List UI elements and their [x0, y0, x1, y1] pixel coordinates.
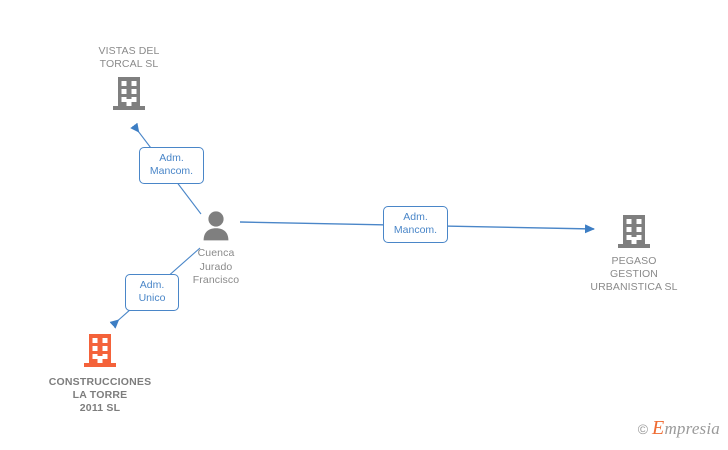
- node-label: CONSTRUCCIONES LA TORRE 2011 SL: [48, 376, 152, 414]
- node-label: Cuenca Jurado Francisco: [192, 247, 240, 286]
- edge-label-adm-unico-construcciones[interactable]: Adm. Unico: [125, 274, 179, 311]
- watermark: © Empresia: [638, 417, 720, 440]
- building-icon: [113, 77, 145, 110]
- node-pegaso-gestion-urbanistica[interactable]: PEGASO GESTION URBANISTICA SL: [576, 213, 692, 294]
- edge-label-adm-mancom-pegaso[interactable]: Adm. Mancom.: [383, 206, 448, 243]
- node-label: VISTAS DEL TORCAL SL: [98, 45, 160, 70]
- watermark-brand-rest: mpresia: [664, 419, 720, 438]
- node-construcciones-la-torre-2011[interactable]: CONSTRUCCIONES LA TORRE 2011 SL: [26, 332, 174, 415]
- edge-label-adm-mancom-vistas[interactable]: Adm. Mancom.: [139, 147, 204, 184]
- person-icon: [203, 211, 229, 241]
- node-vistas-del-torcal[interactable]: VISTAS DEL TORCAL SL: [74, 45, 184, 111]
- watermark-brand: Empresia: [652, 417, 720, 440]
- node-label: PEGASO GESTION URBANISTICA SL: [590, 255, 678, 293]
- building-icon: [84, 334, 116, 367]
- node-cuenca-jurado-francisco[interactable]: Cuenca Jurado Francisco: [166, 209, 266, 288]
- watermark-brand-initial: E: [652, 417, 665, 439]
- building-icon: [618, 215, 650, 248]
- copyright-icon: ©: [637, 420, 649, 437]
